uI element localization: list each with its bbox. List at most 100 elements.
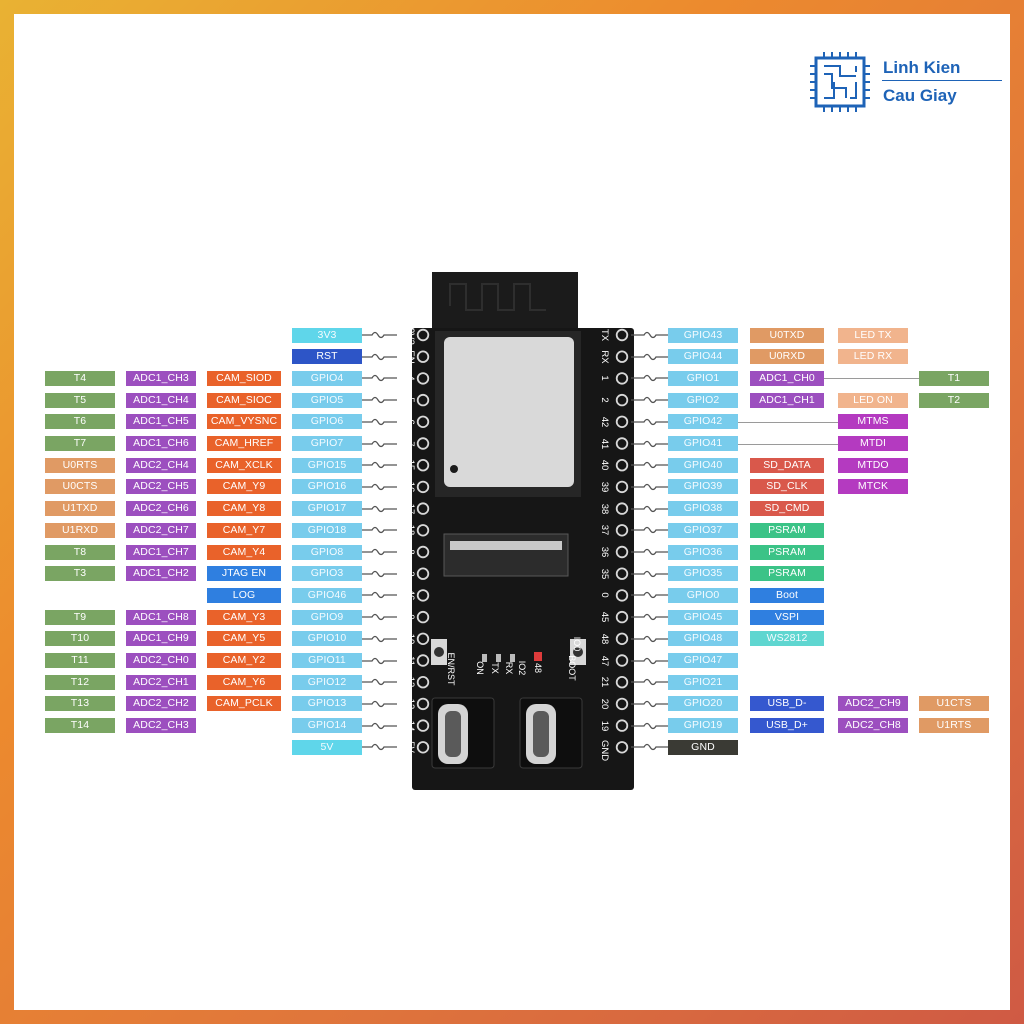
function-label: VSPI <box>750 609 824 625</box>
gpio-label: GPIO3 <box>292 566 362 582</box>
adc-label: ADC2_CH0 <box>126 653 196 668</box>
gpio-label: GPIO2 <box>668 392 738 408</box>
header-pin-right <box>615 719 629 732</box>
header-pin-left <box>416 610 430 624</box>
header-pin-left <box>416 437 430 450</box>
pin-wire <box>362 483 397 491</box>
header-pin-right <box>615 589 629 602</box>
pin-number-left: 15 <box>405 459 416 471</box>
boot-button-cap <box>573 647 583 657</box>
touch-label: T8 <box>45 544 115 560</box>
function-label: ADC1_CH1 <box>750 392 824 408</box>
function-label: PSRAM <box>750 544 824 560</box>
header-pin-right <box>615 328 629 342</box>
gpio-label: GPIO8 <box>292 544 362 560</box>
header-pin-left <box>416 415 430 429</box>
pin-wire <box>631 526 668 534</box>
connector-line <box>824 378 919 379</box>
pin-wire <box>362 743 397 751</box>
gpio-label: GPIO21 <box>668 674 738 690</box>
touch-label: T14 <box>45 718 115 734</box>
gpio-label: GPIO38 <box>668 501 738 517</box>
gpio-label: GPIO47 <box>668 653 738 668</box>
pin-wire <box>362 353 397 361</box>
header-pin-right <box>615 372 629 385</box>
pin-number-left: 10 <box>405 633 416 645</box>
pin-number-left: 46 <box>405 590 416 601</box>
function-label: WS2812 <box>750 631 824 647</box>
silkscreen-label: TX <box>490 662 500 674</box>
header-pin-right <box>615 654 629 667</box>
gpio-label: GPIO39 <box>668 479 738 495</box>
function-label: ADC2_CH8 <box>838 718 908 734</box>
silkscreen-label: 48 <box>533 662 543 673</box>
pin-number-right: 21 <box>599 676 610 688</box>
header-pin-left <box>416 545 430 559</box>
pin-wire <box>631 613 668 621</box>
function-label: U0RXD <box>750 349 824 365</box>
pin-wire <box>362 461 397 469</box>
pin-wire <box>631 505 668 513</box>
ffc-connector <box>443 533 569 577</box>
function-label: CAM_SIOC <box>207 392 281 408</box>
touch-label: T1 <box>919 370 989 386</box>
touch-label: U1RXD <box>45 522 115 538</box>
adc-label: ADC1_CH9 <box>126 631 196 647</box>
silkscreen-label: ON <box>475 661 485 675</box>
pin-number-right: 42 <box>599 416 610 428</box>
function-label: SD_CLK <box>750 479 824 495</box>
adc-label: ADC2_CH1 <box>126 674 196 690</box>
touch-label: T7 <box>45 436 115 451</box>
function-label: CAM_PCLK <box>207 696 281 712</box>
header-pin-right <box>615 632 629 646</box>
gpio-label: GPIO16 <box>292 479 362 495</box>
header-pin-left <box>416 524 430 537</box>
gpio-label: GPIO12 <box>292 674 362 690</box>
pin-number-left: 12 <box>405 676 416 688</box>
gpio-label: GPIO6 <box>292 414 362 430</box>
touch-label: U1RTS <box>919 718 989 734</box>
adc-label: ADC1_CH3 <box>126 370 196 386</box>
pin-number-right: 35 <box>599 568 610 579</box>
pin-wire <box>362 657 397 665</box>
function-label: CAM_Y7 <box>207 522 281 538</box>
gpio-label: RST <box>292 349 362 365</box>
gpio-label: GND <box>668 739 738 755</box>
function-label: Boot <box>750 587 824 603</box>
pin-number-left: 7 <box>405 440 416 447</box>
gpio-label: GPIO37 <box>668 522 738 538</box>
gpio-label: GPIO15 <box>292 457 362 473</box>
pin-number-right: 41 <box>599 438 610 449</box>
pin-wire <box>362 526 397 534</box>
pin-wire <box>631 461 668 469</box>
module-dot <box>450 465 458 473</box>
brand-name-line1: Linh Kien <box>883 58 961 77</box>
function-label: LED ON <box>838 392 908 408</box>
gpio-label: GPIO0 <box>668 587 738 603</box>
pin-number-left: 5 <box>405 397 416 403</box>
function-label: CAM_Y5 <box>207 631 281 647</box>
adc-label: ADC1_CH7 <box>126 544 196 560</box>
gpio-label: GPIO7 <box>292 436 362 451</box>
touch-label: U0CTS <box>45 479 115 495</box>
pin-number-left: 17 <box>405 503 416 514</box>
pin-wire <box>362 418 397 426</box>
function-label: CAM_Y3 <box>207 609 281 625</box>
pin-wire <box>362 374 397 382</box>
pin-number-right: 40 <box>599 459 610 471</box>
pin-number-left: 5V <box>405 741 416 754</box>
header-pin-left <box>416 480 430 494</box>
silkscreen-label: EN/RST <box>446 652 456 686</box>
adc-label: ADC1_CH5 <box>126 414 196 430</box>
function-label: U0TXD <box>750 327 824 343</box>
gpio-label: GPIO11 <box>292 653 362 668</box>
pin-number-right: 1 <box>599 375 610 382</box>
header-pin-right <box>615 350 629 363</box>
pin-wire <box>631 743 668 751</box>
pin-wire <box>362 700 397 708</box>
pin-wire <box>362 440 397 448</box>
pin-wire <box>631 396 668 404</box>
header-pin-left <box>416 350 430 363</box>
gpio-label: GPIO9 <box>292 609 362 625</box>
